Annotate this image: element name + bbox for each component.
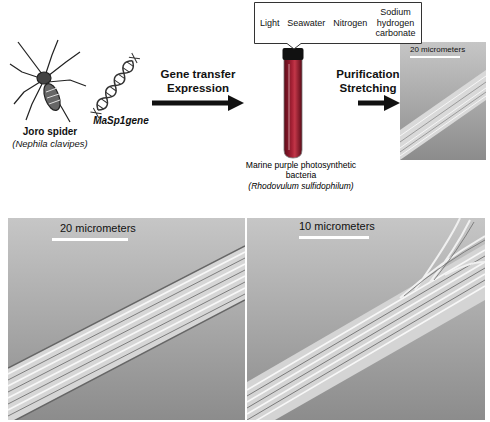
scale-label: 20 micrometers xyxy=(60,222,136,235)
tube-cap xyxy=(283,48,304,60)
scale-bar xyxy=(299,236,369,239)
dna-helix xyxy=(90,53,139,118)
scissor-mark xyxy=(90,53,139,118)
callout-box: Light Seawater Nitrogen Sodium hydrogen car… xyxy=(254,2,422,44)
spider-leg xyxy=(18,42,42,74)
species-name: (Nephila clavipes) xyxy=(12,138,88,150)
species-panel: Joro spider(Nephila clavipes) xyxy=(4,40,96,150)
silk-fiber xyxy=(400,70,486,160)
fiber-striation xyxy=(400,82,486,152)
micrograph-panel: 10 micrometers xyxy=(247,218,485,420)
process-arrow xyxy=(358,101,390,106)
input-label: Nitrogen xyxy=(333,18,367,28)
micrograph-panel: 20 micrometers xyxy=(400,42,486,160)
frayed-strand xyxy=(404,222,485,296)
scale-bar xyxy=(410,56,460,58)
process-arrow xyxy=(152,101,234,106)
spider-leg xyxy=(48,52,80,76)
micrograph-image xyxy=(400,42,486,160)
scale-bar xyxy=(52,238,128,241)
step-label: Purification Stretching xyxy=(332,67,404,95)
gene-panel: MaSp1gene xyxy=(90,55,152,127)
input-label: Sodium hydrogen carbonate xyxy=(375,7,416,39)
micrograph-background xyxy=(400,42,486,160)
culture-tube xyxy=(283,48,304,158)
fiber-striation xyxy=(8,258,245,416)
gene-name: MaSp1gene xyxy=(93,115,149,127)
dna-strand xyxy=(94,58,137,113)
fiber-edge xyxy=(8,246,245,420)
spider-leg xyxy=(14,82,40,104)
spider-leg xyxy=(10,64,40,78)
scale-label: 20 micrometers xyxy=(410,45,465,55)
spider-illustration xyxy=(10,40,86,122)
culture-panel: Marine purple photosynthetic bacteria(Rh… xyxy=(244,45,358,191)
micrograph-image xyxy=(247,218,485,420)
dna-rung xyxy=(97,62,133,109)
input-label: Seawater xyxy=(287,18,325,28)
organism-name: (Rhodovulum sulfidophilum) xyxy=(248,181,353,192)
scale-label: 10 micrometers xyxy=(299,220,375,233)
input-label: Light xyxy=(260,18,280,28)
spider-abdomen xyxy=(41,81,64,112)
silk-fiber xyxy=(247,244,485,420)
frayed-strand xyxy=(400,218,485,298)
spider-leg xyxy=(48,80,86,86)
micrograph-image xyxy=(8,218,245,420)
species-name: Joro spider xyxy=(23,126,77,138)
silk-fiber xyxy=(8,246,245,420)
micrograph-panel: 20 micrometers xyxy=(8,218,245,420)
fiber-striation xyxy=(400,76,486,156)
spider-body xyxy=(37,72,51,84)
spider-leg xyxy=(46,40,58,73)
fiber-striation xyxy=(247,256,485,420)
tube-highlight xyxy=(288,64,290,150)
abdomen-stripe xyxy=(46,88,60,104)
callout-shape xyxy=(255,3,422,50)
step-label: Gene transfer Expression xyxy=(156,67,240,95)
fiber-striation xyxy=(247,250,485,420)
dna-strand xyxy=(94,58,137,113)
organism-name: Marine purple photosynthetic bacteria xyxy=(244,160,358,181)
spider-leg xyxy=(26,84,42,120)
tube-body xyxy=(284,58,302,158)
